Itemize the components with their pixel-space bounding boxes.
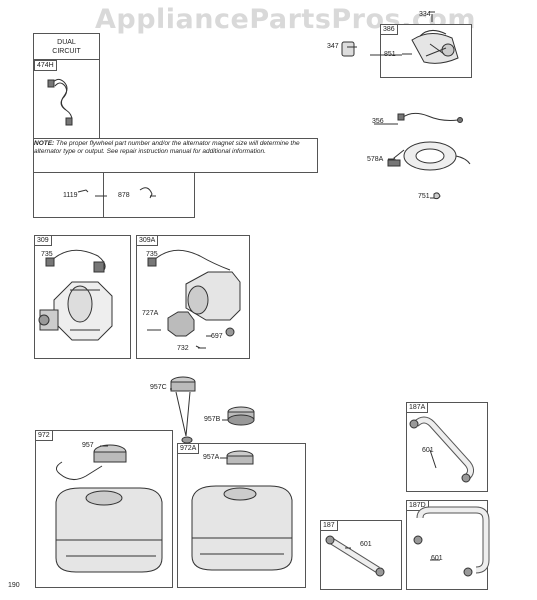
label-732[interactable]: 732 bbox=[177, 345, 189, 352]
fuel-cap-957B-drawing bbox=[227, 406, 255, 426]
starter-309-drawing bbox=[38, 249, 113, 341]
label-334[interactable]: 334 bbox=[419, 11, 431, 18]
tag-309A[interactable]: 309A bbox=[136, 235, 159, 246]
harness-474H-drawing bbox=[51, 78, 73, 121]
note-box bbox=[33, 138, 318, 173]
tag-386[interactable]: 386 bbox=[380, 24, 398, 35]
hose-187A-drawing bbox=[409, 416, 475, 483]
part-347-drawing bbox=[341, 41, 355, 57]
label-957A[interactable]: 957A bbox=[203, 454, 220, 461]
label-727A[interactable]: 727A bbox=[142, 310, 159, 317]
label-735-309A[interactable]: 735 bbox=[146, 251, 158, 258]
note-body: The proper flywheel part number and/or t… bbox=[34, 140, 300, 155]
fuel-tank-972-drawing bbox=[55, 444, 163, 573]
tag-309[interactable]: 309 bbox=[34, 235, 52, 246]
note-prefix: NOTE: bbox=[34, 140, 55, 147]
label-735-309[interactable]: 735 bbox=[41, 251, 53, 258]
label-878[interactable]: 878 bbox=[118, 192, 130, 199]
label-601-187[interactable]: 601 bbox=[360, 541, 372, 548]
assembly-386-drawing bbox=[402, 30, 459, 64]
label-578A[interactable]: 578A bbox=[367, 156, 384, 163]
tag-187A[interactable]: 187A bbox=[406, 402, 429, 413]
panel-1119-878 bbox=[33, 172, 195, 218]
part-1119-drawing bbox=[77, 189, 89, 193]
label-601-187A[interactable]: 601 bbox=[422, 447, 434, 454]
label-347[interactable]: 347 bbox=[327, 43, 339, 50]
dual-circuit-title: DUAL CIRCUIT bbox=[52, 39, 81, 55]
note-text: NOTE: The proper flywheel part number an… bbox=[34, 140, 310, 156]
label-957B[interactable]: 957B bbox=[204, 416, 221, 423]
fuel-cap-957C-drawing bbox=[170, 376, 196, 444]
label-1119[interactable]: 1119 bbox=[63, 192, 78, 199]
starter-309A-drawing bbox=[147, 249, 241, 349]
label-851[interactable]: 851 bbox=[384, 51, 396, 58]
panel-187 bbox=[320, 520, 402, 590]
label-697[interactable]: 697 bbox=[211, 333, 223, 340]
part-878-drawing bbox=[139, 187, 153, 199]
tag-187D[interactable]: 187D bbox=[406, 500, 429, 511]
tag-474H[interactable]: 474H bbox=[34, 60, 57, 71]
label-601-187D[interactable]: 601 bbox=[431, 555, 443, 562]
label-957C[interactable]: 957C bbox=[150, 384, 167, 391]
hose-187-drawing bbox=[325, 535, 385, 577]
page-number: 190 bbox=[8, 582, 20, 589]
tag-972A[interactable]: 972A bbox=[177, 443, 200, 454]
fuel-tank-972A-drawing bbox=[191, 450, 293, 571]
tag-187[interactable]: 187 bbox=[320, 520, 338, 531]
wire-356-drawing bbox=[401, 112, 459, 121]
alternator-578A-drawing bbox=[387, 141, 471, 171]
hose-187D-drawing bbox=[413, 506, 490, 577]
panel-187A bbox=[406, 402, 488, 492]
label-356[interactable]: 356 bbox=[372, 118, 384, 125]
label-957[interactable]: 957 bbox=[82, 442, 94, 449]
tag-972[interactable]: 972 bbox=[35, 430, 53, 441]
label-751[interactable]: 751 bbox=[418, 193, 430, 200]
